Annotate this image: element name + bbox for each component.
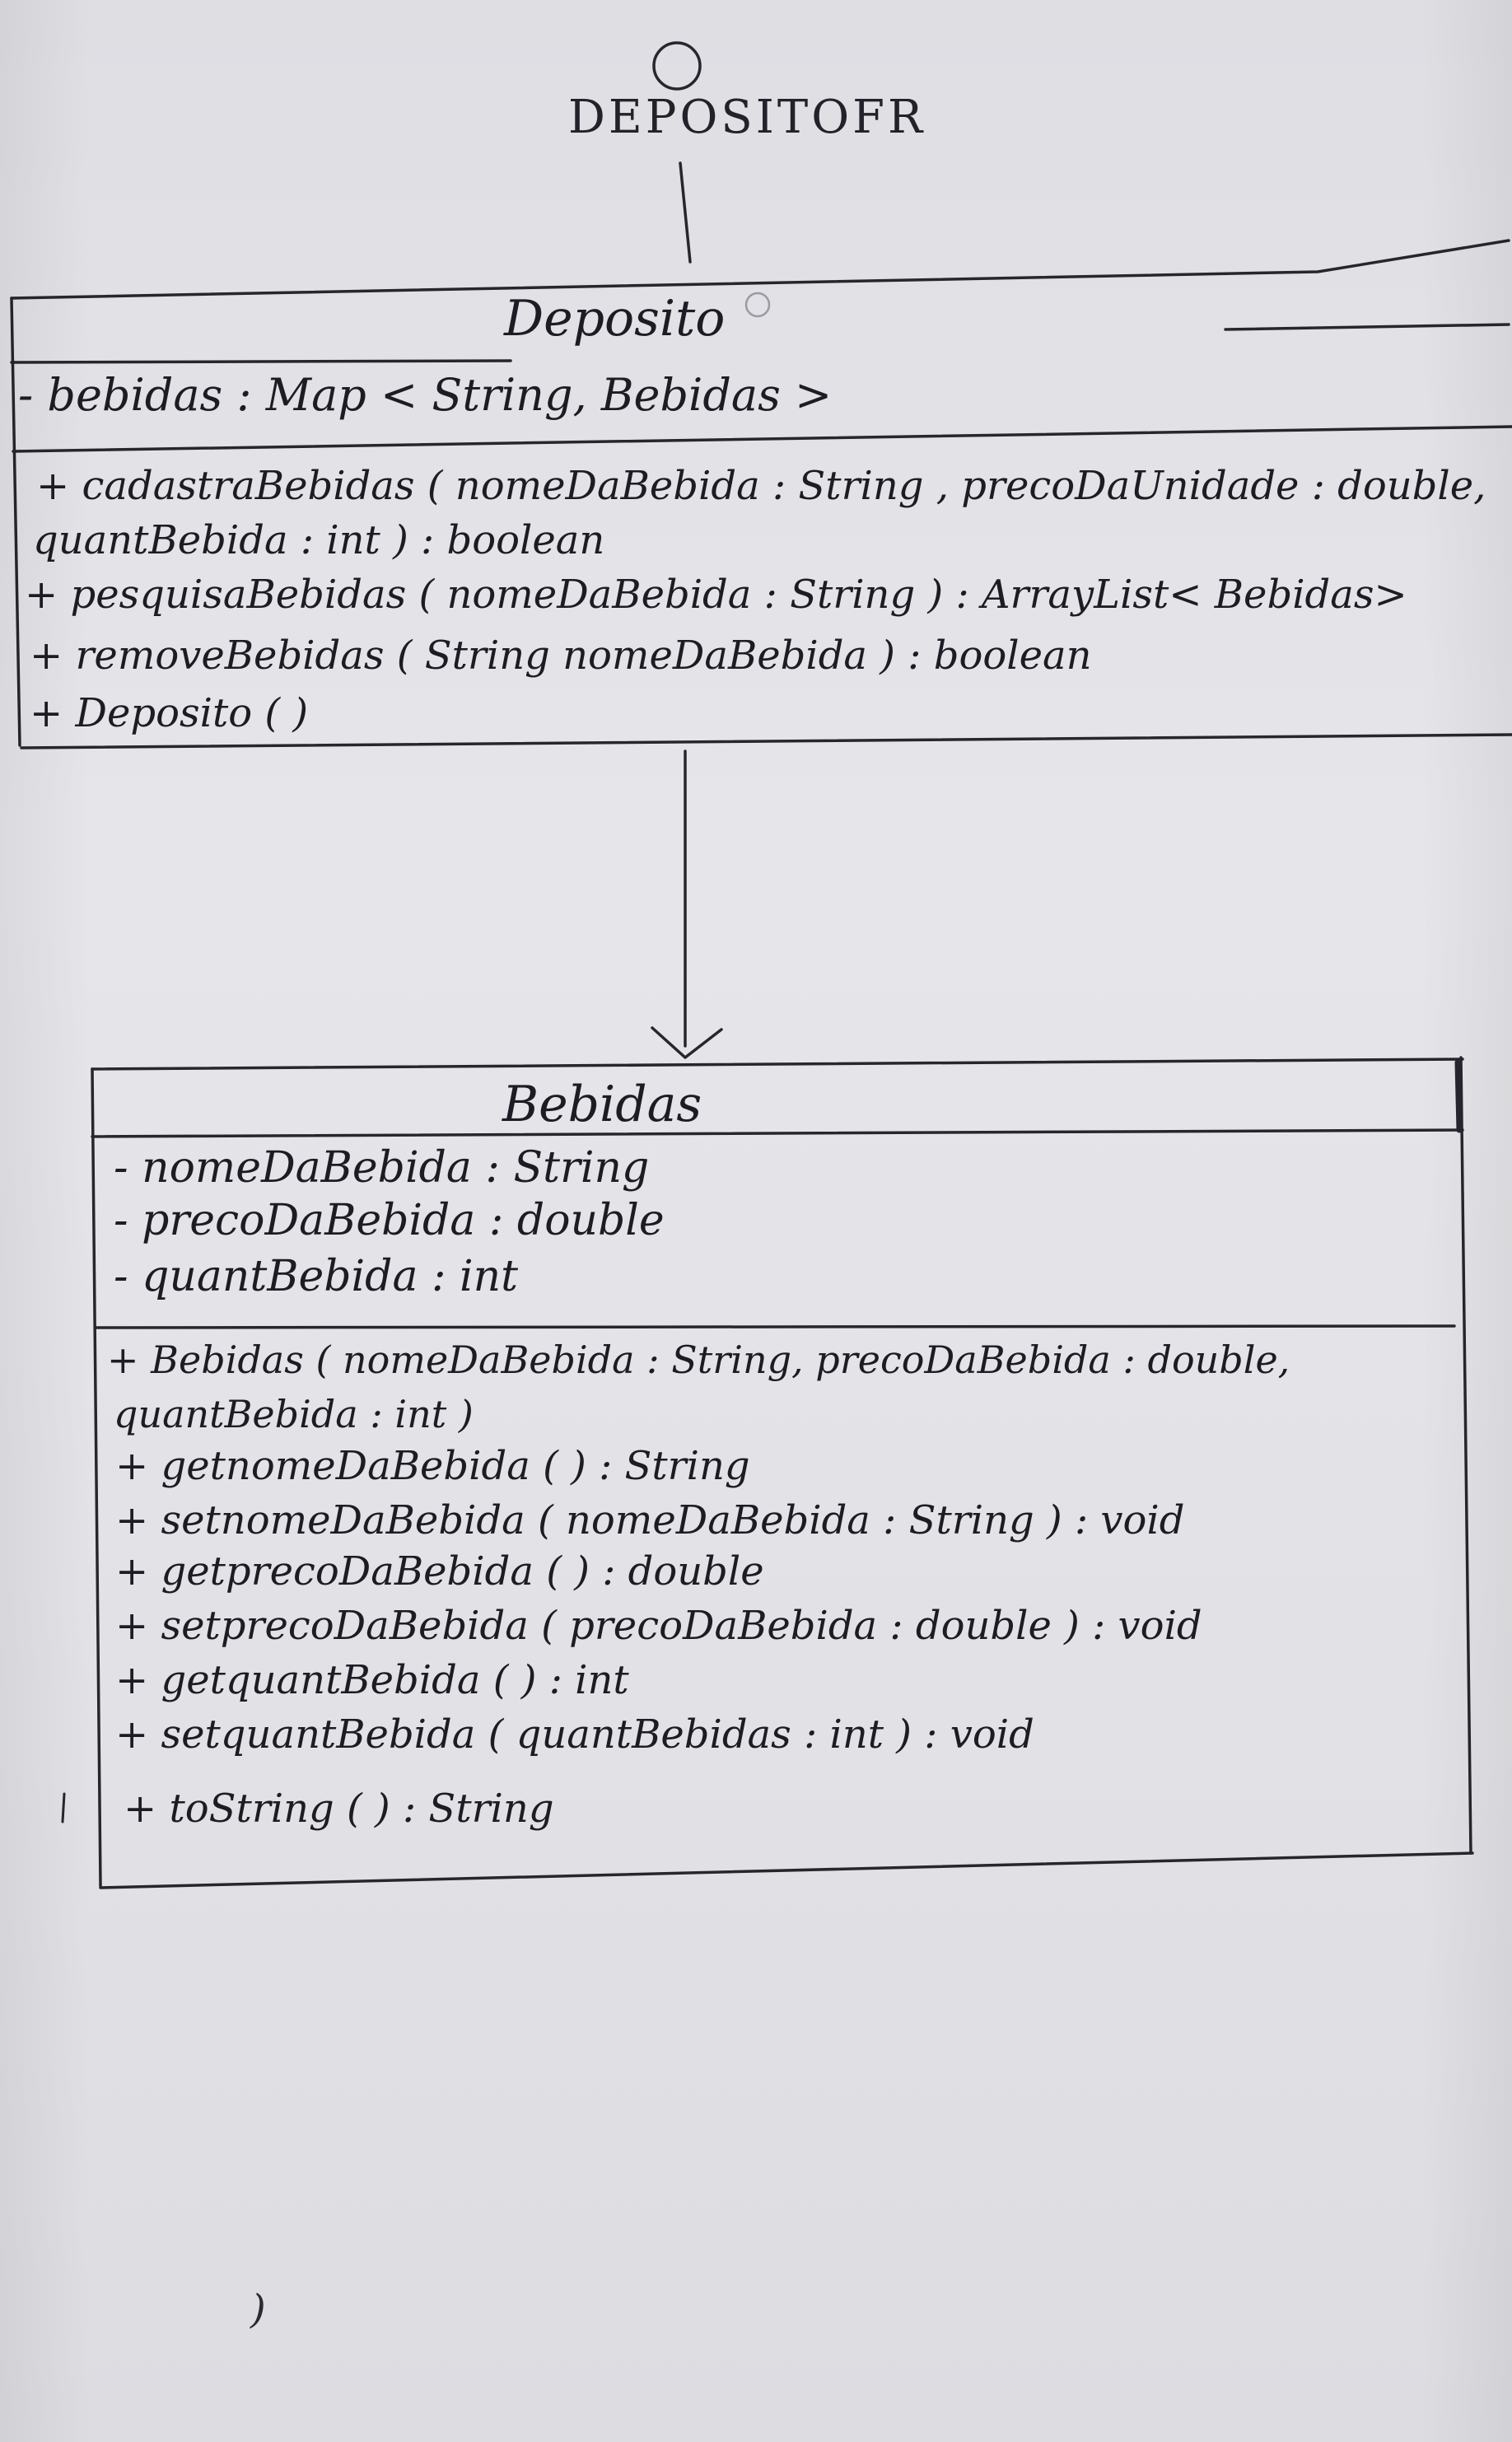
stray-bracket-mark: ) xyxy=(250,2286,266,2332)
bebidas-box-bottom xyxy=(99,1851,1474,1889)
bebidas-method: + setquantBebida ( quantBebidas : int ) … xyxy=(115,1711,1034,1758)
deposito-box-bottom xyxy=(20,733,1512,749)
stray-mark xyxy=(61,1792,66,1823)
bebidas-method-continuation: quantBebida : int ) xyxy=(114,1392,474,1436)
deposito-method: + pesquisaBebidas ( nomeDaBebida : Strin… xyxy=(25,572,1407,618)
deposito-box-left xyxy=(10,296,21,747)
deposito-method: + removeBebidas ( String nomeDaBebida ) … xyxy=(30,633,1092,679)
bebidas-box-top xyxy=(91,1058,1464,1071)
deposito-stray-circle-icon xyxy=(744,292,771,318)
bebidas-method: + toString ( ) : String xyxy=(124,1786,554,1832)
deposito-method: + cadastraBebidas ( nomeDaBebida : Strin… xyxy=(36,463,1486,509)
deposito-method-continuation: quantBebida : int ) : boolean xyxy=(33,517,605,563)
package-name: DEPOSITOFR xyxy=(568,91,926,144)
bebidas-method: + Bebidas ( nomeDaBebida : String, preco… xyxy=(107,1338,1290,1382)
bebidas-method: + getnomeDaBebida ( ) : String xyxy=(115,1443,750,1489)
deposito-attr-divider xyxy=(12,425,1512,453)
deposito-attribute: - bebidas : Map < String, Bebidas > xyxy=(18,369,833,421)
package-connector xyxy=(679,161,692,264)
deposito-name-divider-right xyxy=(1224,323,1510,331)
bebidas-method: + setnomeDaBebida ( nomeDaBebida : Strin… xyxy=(115,1497,1185,1543)
deposito-name-divider-left xyxy=(10,359,512,364)
bebidas-box-left xyxy=(91,1067,102,1888)
bebidas-attribute: - nomeDaBebida : String xyxy=(114,1143,650,1193)
bebidas-attribute: - quantBebida : int xyxy=(114,1252,519,1301)
bebidas-name-divider xyxy=(91,1128,1464,1138)
deposito-class-name: Deposito xyxy=(504,290,726,348)
bebidas-thick-edge xyxy=(1454,1059,1463,1133)
bebidas-method: + getprecoDaBebida ( ) : double xyxy=(115,1548,764,1595)
bebidas-method: + getquantBebida ( ) : int xyxy=(115,1657,629,1703)
bebidas-class-name: Bebidas xyxy=(502,1076,702,1133)
bebidas-attr-divider xyxy=(94,1324,1456,1329)
deposito-method: + Deposito ( ) xyxy=(30,690,309,736)
package-circle-icon xyxy=(652,41,702,91)
bebidas-attribute: - precoDaBebida : double xyxy=(114,1196,665,1245)
arrowhead-icon xyxy=(651,1026,723,1059)
bebidas-box-right xyxy=(1459,1056,1472,1855)
bebidas-method: + setprecoDaBebida ( precoDaBebida : dou… xyxy=(115,1603,1202,1649)
deposito-box-top xyxy=(10,239,1510,300)
